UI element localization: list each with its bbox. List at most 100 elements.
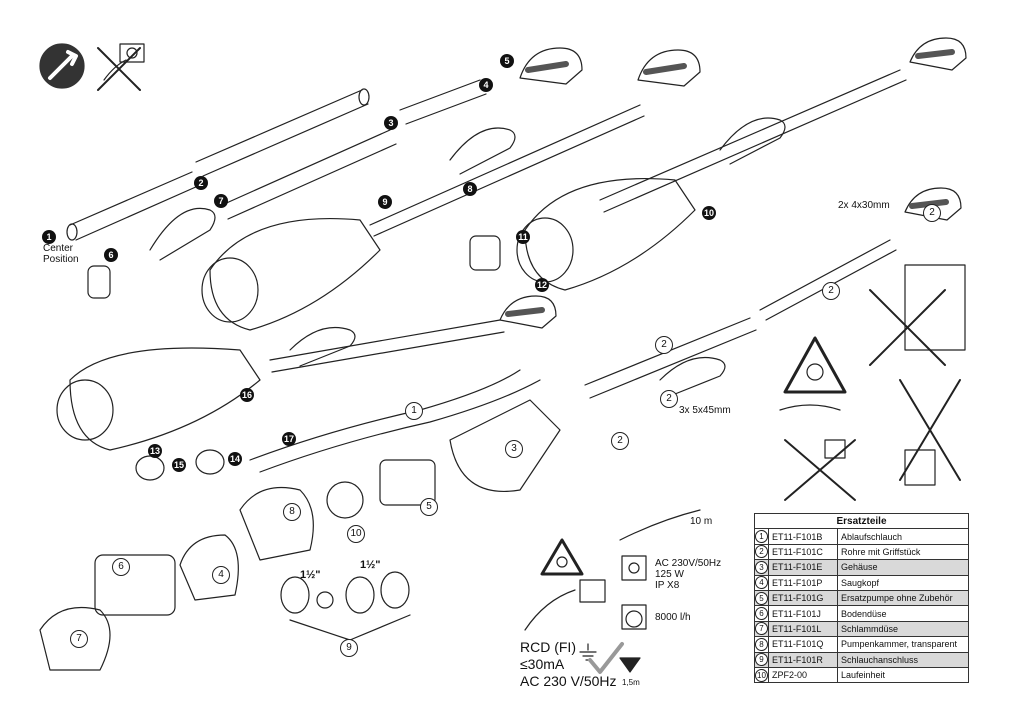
warning-triangle-icon — [783, 336, 847, 394]
power-spec-label: AC 230V/50Hz 125 W IP X8 — [655, 558, 722, 591]
pump-body-2 — [516, 177, 696, 291]
part-number-6: 6 — [112, 558, 130, 576]
parts-table-title: Ersatzteile — [754, 512, 969, 530]
housing-part — [449, 399, 561, 492]
part-number-7: 7 — [70, 630, 88, 648]
rcd-label-3: AC 230 V/50Hz — [520, 673, 617, 689]
handle-grip-1 — [519, 47, 583, 85]
no-pull-cable-pictogram — [899, 379, 961, 486]
floor-nozzle-part — [94, 554, 176, 616]
part-number-2d: 2 — [611, 432, 629, 450]
step-number-2: 2 — [194, 176, 208, 190]
step-number-10: 10 — [702, 206, 716, 220]
step-number-7: 7 — [214, 194, 228, 208]
end-cap-1 — [87, 265, 111, 299]
center-position-label: Center Position — [43, 243, 79, 265]
step-number-5: 5 — [500, 54, 514, 68]
drain-hose — [249, 369, 541, 473]
step-number-16: 16 — [240, 388, 254, 402]
suction-head-part — [179, 534, 239, 601]
no-plug-hand-pictogram — [784, 439, 856, 501]
pump-impeller-icon — [621, 604, 647, 630]
part-number-9: 9 — [340, 639, 358, 657]
cable-length-label: 10 m — [690, 516, 713, 527]
socket-holes — [628, 562, 640, 574]
handle-grip-2 — [637, 49, 701, 87]
handle-grip-5 — [499, 295, 557, 329]
part-number-5: 5 — [420, 498, 438, 516]
pole-6 — [584, 317, 757, 399]
depth-label: 1,5m — [622, 678, 640, 687]
thread-size-label-b: 1½" — [360, 559, 381, 571]
step-number-13: 13 — [148, 444, 162, 458]
step-number-1: 1 — [42, 230, 56, 244]
depth-triangle-icon — [619, 657, 641, 673]
hose-connector-parts — [280, 571, 411, 641]
step-number-8: 8 — [463, 182, 477, 196]
no-touch-pictogram — [869, 264, 966, 366]
pump-body-3 — [56, 347, 261, 451]
socket-icon — [621, 555, 647, 581]
power-cable — [619, 509, 701, 541]
impeller-part — [326, 481, 364, 519]
side-handle-3 — [719, 117, 786, 165]
step-number-4: 4 — [479, 78, 493, 92]
pole-assembly-1 — [66, 79, 487, 241]
step-number-12: 12 — [535, 278, 549, 292]
step-number-6: 6 — [104, 248, 118, 262]
part-number-2c: 2 — [655, 336, 673, 354]
side-handle-1 — [149, 207, 216, 261]
step-number-3: 3 — [384, 116, 398, 130]
pole-2 — [369, 104, 645, 237]
step-number-14: 14 — [228, 452, 242, 466]
step-number-11: 11 — [516, 230, 530, 244]
step-number-17: 17 — [282, 432, 296, 446]
ground-symbol-icon — [579, 643, 597, 661]
rcd-label-1: RCD (FI) — [520, 639, 576, 655]
tool-icon — [39, 43, 85, 89]
warning-triangle-icon-small — [540, 538, 584, 576]
pump-motor-part — [379, 459, 436, 506]
step-number-9: 9 — [378, 195, 392, 209]
pump-body-1 — [201, 217, 381, 331]
suction-head-1 — [469, 235, 501, 271]
flow-rate-label: 8000 l/h — [655, 612, 691, 623]
step-number-15: 15 — [172, 458, 186, 472]
pole-4 — [269, 319, 505, 373]
part-number-2b: 2 — [822, 282, 840, 300]
thread-size-label-a: 1½" — [300, 569, 321, 581]
part-number-1: 1 — [405, 402, 423, 420]
pole-3 — [599, 69, 907, 213]
no-plug-icon — [97, 43, 145, 91]
part-number-10: 10 — [347, 525, 365, 543]
part-number-2e: 2 — [660, 390, 678, 408]
side-handle-4 — [289, 326, 356, 367]
plug-inspection-pictogram — [779, 404, 841, 411]
checkmark-icon — [588, 642, 624, 674]
plug-socket-pictogram — [524, 579, 606, 631]
part-number-2: 2 — [923, 204, 941, 222]
rcd-label-2: ≤30mA — [520, 656, 565, 672]
pole-5 — [759, 239, 897, 321]
screws-2x-label: 2x 4x30mm — [838, 200, 890, 211]
handle-grip-3 — [909, 37, 967, 71]
pump-chamber-part — [239, 486, 314, 561]
part-number-8: 8 — [283, 503, 301, 521]
part-number-4: 4 — [212, 566, 230, 584]
sludge-nozzle-part — [39, 606, 111, 671]
part-number-3: 3 — [505, 440, 523, 458]
side-handle-5 — [659, 356, 726, 397]
side-handle-2 — [449, 127, 516, 175]
screws-3x-label: 3x 5x45mm — [679, 405, 731, 416]
